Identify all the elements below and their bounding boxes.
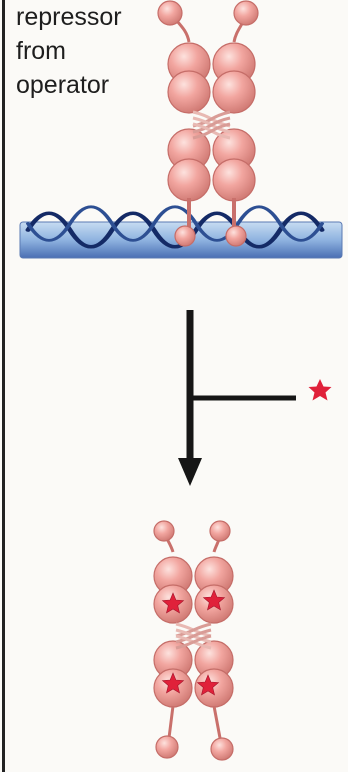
head-domain-left bbox=[154, 521, 174, 541]
repressor-inducer-complex bbox=[154, 521, 233, 760]
head-domain-right bbox=[234, 1, 258, 25]
leg-domain-right bbox=[211, 738, 233, 760]
subunit-left-2 bbox=[168, 71, 210, 113]
repressor-bound-to-operator bbox=[158, 1, 258, 246]
subunit-right-4 bbox=[213, 159, 255, 201]
leg-domain-left bbox=[156, 736, 178, 758]
dna-binding-head-right bbox=[226, 226, 246, 246]
head-domain-left bbox=[158, 1, 182, 25]
red-star-icon bbox=[309, 379, 332, 401]
subunit-left-4 bbox=[168, 159, 210, 201]
dna-binding-head-left bbox=[175, 226, 195, 246]
subunit-right-2 bbox=[213, 71, 255, 113]
subunit-right-4 bbox=[195, 669, 233, 707]
head-domain-right bbox=[210, 521, 230, 541]
down-arrow-icon bbox=[178, 458, 202, 486]
induction-arrow bbox=[178, 310, 296, 486]
